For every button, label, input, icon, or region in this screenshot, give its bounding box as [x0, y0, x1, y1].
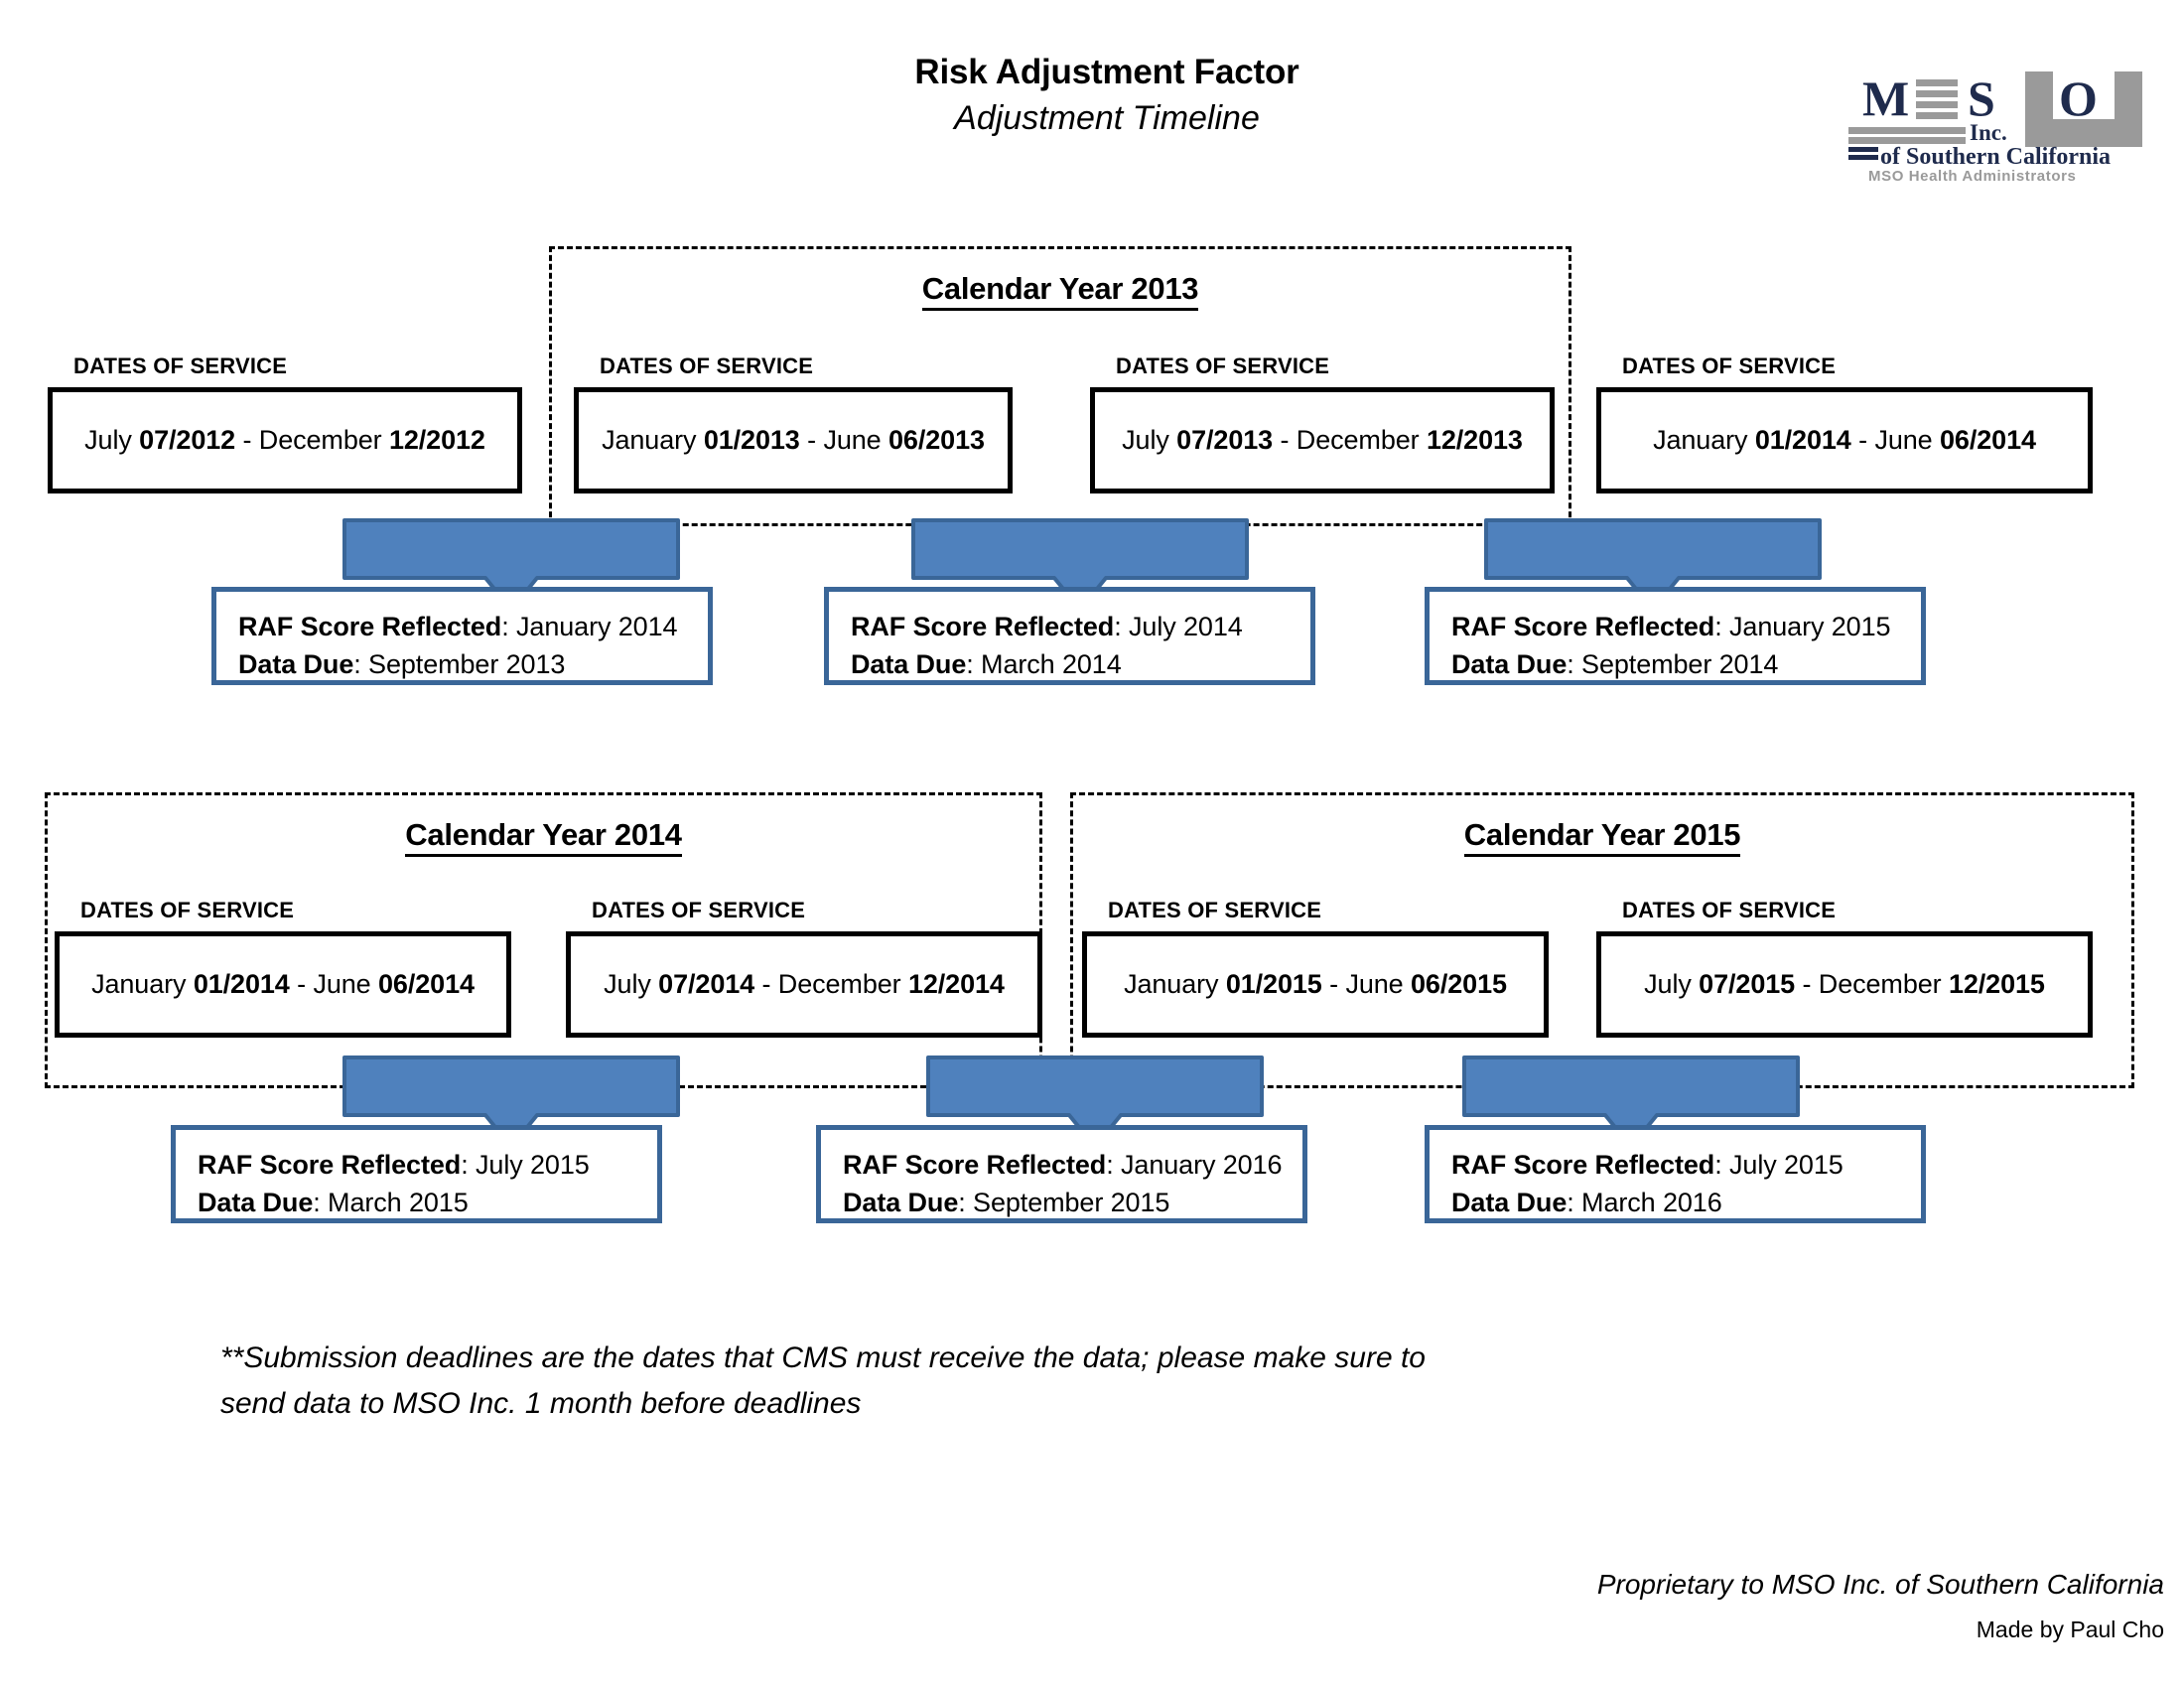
dos-label: DATES OF SERVICE: [1622, 898, 1837, 922]
author-credit: Made by Paul Cho: [1976, 1617, 2164, 1642]
mso-logo-icon: M S O Inc. of Southern California MSO He…: [1848, 70, 2142, 182]
dos-box: January 01/2015 - June 06/2015: [1082, 931, 1549, 1038]
raf-score-line: RAF Score Reflected: July 2015: [1451, 1150, 1843, 1180]
proprietary-notice: Proprietary to MSO Inc. of Southern Cali…: [1596, 1569, 2164, 1600]
calendar-year-title-2013: Calendar Year 2013: [552, 271, 1569, 311]
dos-label: DATES OF SERVICE: [80, 898, 295, 922]
raf-score-line: RAF Score Reflected: July 2014: [851, 612, 1243, 641]
data-due-line: Data Due: March 2014: [851, 649, 1122, 680]
data-due-line: Data Due: September 2013: [238, 649, 566, 680]
svg-text:Inc.: Inc.: [1970, 120, 2007, 145]
raf-callout-r1-3: RAF Score Reflected: January 2015 Data D…: [1425, 587, 1926, 685]
dos-box: July 07/2015 - December 12/2015: [1596, 931, 2093, 1038]
dos-box: July 07/2013 - December 12/2013: [1090, 387, 1555, 493]
dos-date-range: July 07/2013 - December 12/2013: [1122, 425, 1523, 455]
data-due-line: Data Due: September 2015: [843, 1188, 1170, 1218]
raf-score-line: RAF Score Reflected: January 2015: [1451, 612, 1891, 641]
data-due-line: Data Due: March 2016: [1451, 1188, 1722, 1218]
raf-callout-r1-2: RAF Score Reflected: July 2014 Data Due:…: [824, 587, 1315, 685]
dos-box: January 01/2014 - June 06/2014: [1596, 387, 2093, 493]
svg-text:of Southern California: of Southern California: [1880, 144, 2111, 170]
raf-score-line: RAF Score Reflected: January 2016: [843, 1150, 1283, 1180]
calendar-year-title-2015: Calendar Year 2015: [1073, 817, 2131, 857]
mso-logo: M S O Inc. of Southern California MSO He…: [1848, 58, 2176, 182]
dos-label: DATES OF SERVICE: [592, 898, 806, 922]
svg-text:S: S: [1968, 70, 1995, 126]
calendar-year-title-2014: Calendar Year 2014: [48, 817, 1039, 857]
page-subtitle: Adjustment Timeline: [954, 99, 1260, 138]
dos-label: DATES OF SERVICE: [73, 353, 288, 378]
dos-box: July 07/2014 - December 12/2014: [566, 931, 1042, 1038]
raf-callout-r1-1: RAF Score Reflected: January 2014 Data D…: [211, 587, 713, 685]
header: Risk Adjustment Factor Adjustment Timeli…: [0, 52, 2184, 140]
dos-box: January 01/2013 - June 06/2013: [574, 387, 1013, 493]
raf-callout-r2-2: RAF Score Reflected: January 2016 Data D…: [816, 1125, 1307, 1223]
page-title: Risk Adjustment Factor: [914, 53, 1299, 91]
dos-date-range: July 07/2015 - December 12/2015: [1644, 969, 2045, 999]
dos-label: DATES OF SERVICE: [1622, 353, 1837, 378]
svg-text:O: O: [2059, 70, 2098, 126]
dos-label: DATES OF SERVICE: [600, 353, 814, 378]
submission-deadline-note: **Submission deadlines are the dates tha…: [220, 1336, 1541, 1427]
dos-date-range: July 07/2012 - December 12/2012: [84, 425, 485, 455]
svg-text:MSO Health Administrators: MSO Health Administrators: [1868, 168, 2076, 182]
dos-date-range: January 01/2014 - June 06/2014: [91, 969, 475, 999]
footnote-line-1: **Submission deadlines are the dates tha…: [220, 1341, 1426, 1374]
raf-callout-r2-3: RAF Score Reflected: July 2015 Data Due:…: [1425, 1125, 1926, 1223]
raf-score-line: RAF Score Reflected: January 2014: [238, 612, 678, 641]
dos-date-range: January 01/2015 - June 06/2015: [1124, 969, 1507, 999]
svg-text:M: M: [1862, 70, 1909, 126]
footnote-line-2: send data to MSO Inc. 1 month before dea…: [220, 1386, 862, 1420]
dos-label: DATES OF SERVICE: [1116, 353, 1330, 378]
dos-date-range: July 07/2014 - December 12/2014: [604, 969, 1005, 999]
dos-date-range: January 01/2013 - June 06/2013: [602, 425, 985, 455]
dos-label: DATES OF SERVICE: [1108, 898, 1322, 922]
dos-box: January 01/2014 - June 06/2014: [55, 931, 511, 1038]
raf-score-line: RAF Score Reflected: July 2015: [198, 1150, 590, 1180]
raf-callout-r2-1: RAF Score Reflected: July 2015 Data Due:…: [171, 1125, 662, 1223]
data-due-line: Data Due: March 2015: [198, 1188, 469, 1218]
dos-box: July 07/2012 - December 12/2012: [48, 387, 522, 493]
data-due-line: Data Due: September 2014: [1451, 649, 1779, 680]
dos-date-range: January 01/2014 - June 06/2014: [1653, 425, 2036, 455]
